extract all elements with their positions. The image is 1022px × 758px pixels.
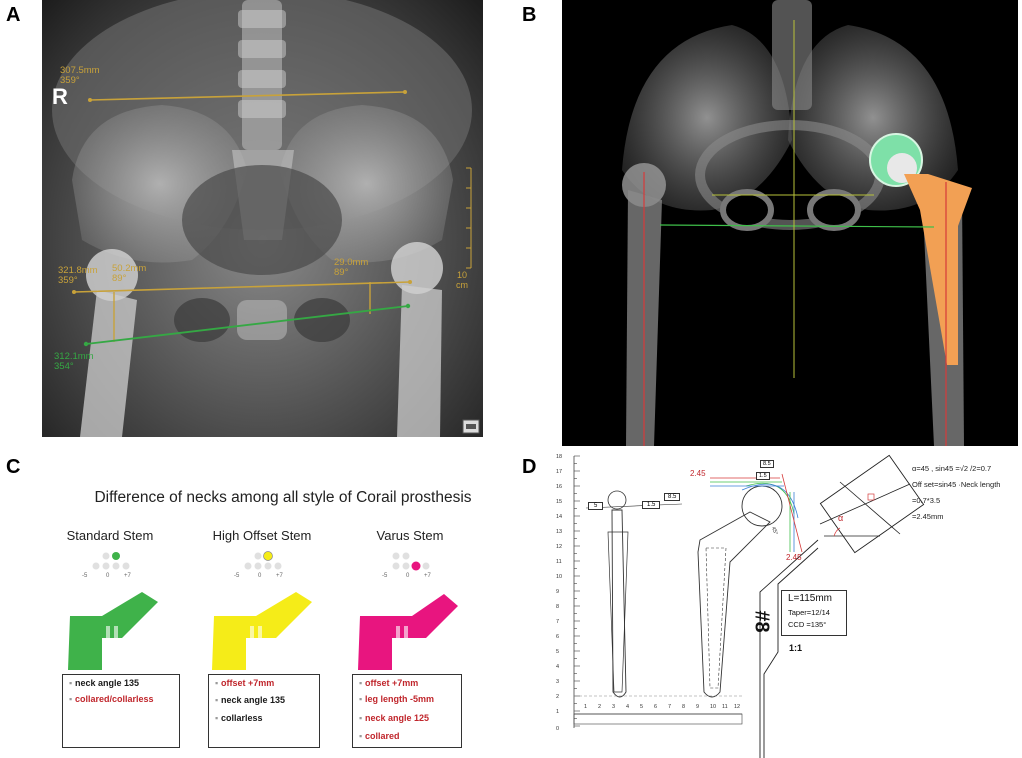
measure-4-angle: 89° xyxy=(334,267,349,278)
dim-label-right: 8.5 xyxy=(664,493,681,501)
pelvis-xray-measurement: R 307.5mm 359° 321.8mm 359° 50.2mm 89° 2… xyxy=(42,0,483,437)
info-high-offset-line-1: ▪offset +7mm xyxy=(215,678,275,688)
measure-1-distance: 307.5mm xyxy=(60,65,100,76)
scale-label: 10 cm xyxy=(456,270,468,290)
stem-shape-varus xyxy=(358,594,458,670)
measure-2-distance: 321.8mm xyxy=(58,265,98,276)
stem-shape-standard xyxy=(68,592,158,670)
measure-3-distance: 50.2mm xyxy=(112,263,147,274)
template-drawing xyxy=(573,454,925,758)
side-marker-r: R xyxy=(52,84,68,109)
measure-2-angle: 359° xyxy=(58,275,78,286)
green-measure-line xyxy=(85,305,409,345)
panel-letter-c: C xyxy=(6,456,21,478)
measure-line-1 xyxy=(89,91,406,101)
dim-label-top1: 8.5 xyxy=(760,460,774,468)
dim-label-left: 5 xyxy=(588,502,604,510)
measure-5-distance: 312.1mm xyxy=(54,351,94,362)
panel-letter-d: D xyxy=(522,456,537,478)
spec-ccd: CCD =135° xyxy=(788,620,827,629)
formula-line-3: =0.7*3.5 xyxy=(912,496,941,505)
dim-label-mid: 1.5 xyxy=(642,501,661,509)
info-varus-line-3: ▪neck angle 125 xyxy=(359,713,430,723)
info-box-standard: ▪neck angle 135 ▪collared/collarless xyxy=(62,674,180,748)
panel-c-title: Difference of necks among all style of C… xyxy=(94,489,472,506)
dim-label-top2: 1.5 xyxy=(756,472,770,480)
neck-grid-varus xyxy=(392,552,430,571)
info-standard-line-2: ▪collared/collarless xyxy=(69,694,154,704)
measure-label-4: 29.0mm 89° xyxy=(334,258,368,278)
scale-unit: cm xyxy=(456,280,468,290)
neck-grid-standard xyxy=(92,552,130,570)
spec-taper: Taper=12/14 xyxy=(788,608,830,617)
xray-b-drawing xyxy=(622,0,972,446)
info-varus-line-2: ▪leg length -5mm xyxy=(359,694,435,704)
scale-ratio: 1:1 xyxy=(789,643,803,653)
info-high-offset-line-3: ▪collarless xyxy=(215,713,263,723)
red-value-bottom: 2.45 xyxy=(786,553,802,562)
measure-label-2: 321.8mm 359° xyxy=(58,266,98,286)
info-high-offset-line-2: ▪neck angle 135 xyxy=(215,695,286,705)
xray-a-drawing xyxy=(52,0,480,437)
measure-line-2 xyxy=(73,281,411,293)
formula-line-2: Off set=sin45 ·Neck length xyxy=(912,480,1001,489)
panel-letter-a: A xyxy=(6,4,21,26)
scale-value: 10 xyxy=(456,270,467,280)
pelvis-xray-template xyxy=(562,0,1018,446)
panel-letter-b: B xyxy=(522,4,537,26)
horizontal-ruler-labels: 0 1 2 3 4 5 6 7 8 9 10 11 12 xyxy=(556,704,741,732)
info-box-high-offset: ▪offset +7mm ▪neck angle 135 ▪collarless xyxy=(208,674,320,748)
measure-label-3: 50.2mm 89° xyxy=(112,264,146,284)
info-varus-line-4: ▪collared xyxy=(359,731,400,741)
stem-shape-high-offset xyxy=(212,592,312,670)
measure-5-angle: 354° xyxy=(54,361,74,372)
measure-1-angle: 359° xyxy=(60,75,80,86)
formula-line-4: =2.45mm xyxy=(912,512,944,521)
info-box-varus: ▪offset +7mm ▪leg length -5mm ▪neck angl… xyxy=(352,674,462,748)
stem-name-high-offset: High Offset Stem xyxy=(212,528,312,543)
spec-length: L=115mm xyxy=(788,593,833,604)
alpha-symbol: α xyxy=(838,513,844,523)
vertical-ruler-labels: 18 17 16 15 14 13 12 11 10 9 8 7 6 5 4 3… xyxy=(556,454,563,715)
stem-name-varus: Varus Stem xyxy=(376,528,444,543)
red-value-top: 2.45 xyxy=(690,469,706,478)
stem-size-label: #8 xyxy=(750,610,773,633)
stem-name-standard: Standard Stem xyxy=(66,528,154,543)
measure-label-5: 312.1mm 354° xyxy=(54,352,94,372)
info-varus-line-1: ▪offset +7mm xyxy=(359,678,419,688)
measure-3-angle: 89° xyxy=(112,273,127,284)
info-standard-line-1: ▪neck angle 135 xyxy=(69,678,140,688)
spec-box: L=115mm Taper=12/14 CCD =135° xyxy=(781,590,847,636)
formula-line-1: α=45 , sin45 =√2 /2=0.7 xyxy=(912,464,992,473)
neck-grid-high-offset xyxy=(244,551,282,570)
measure-label-1: 307.5mm 359° xyxy=(60,66,100,86)
measure-4-distance: 29.0mm xyxy=(334,257,369,268)
